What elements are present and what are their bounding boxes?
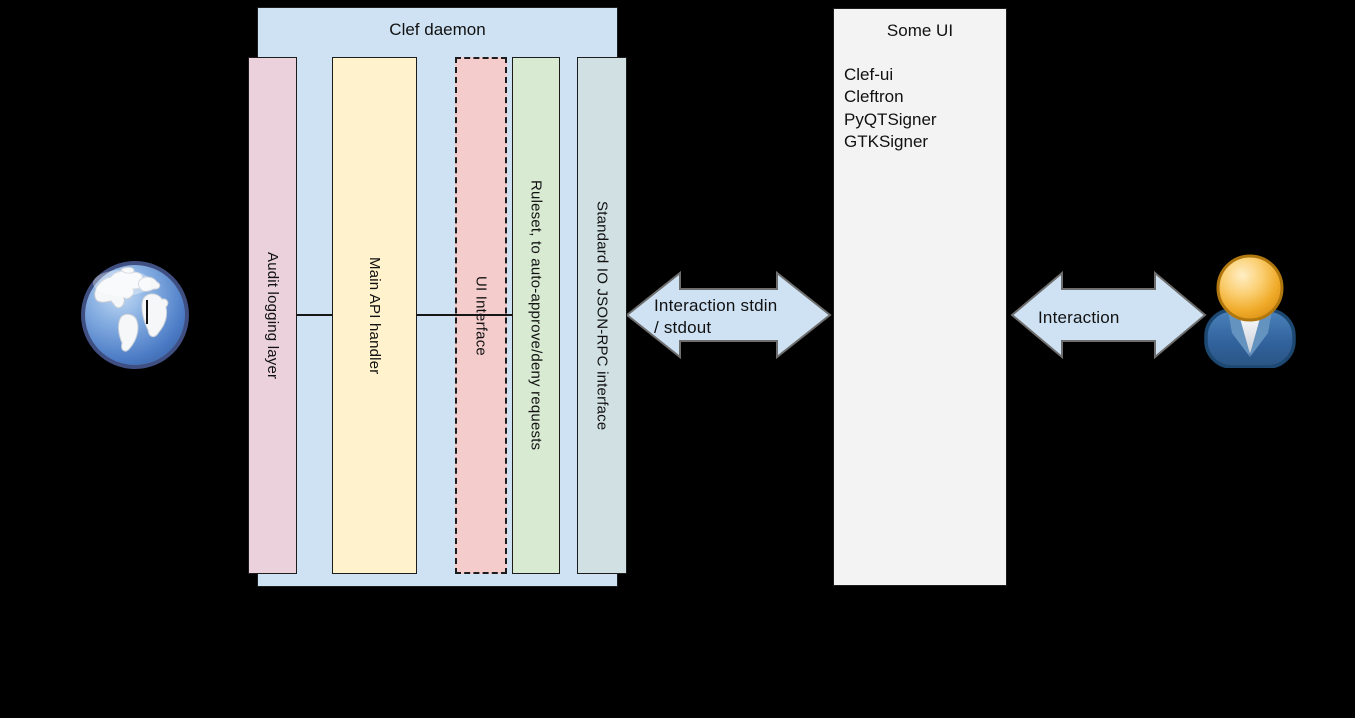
bar-stdio-jsonrpc-interface-label: Standard IO JSON-RPC interface — [593, 200, 611, 431]
clef-daemon-box: Clef daemon — [257, 7, 618, 587]
bar-ruleset-label: Ruleset, to auto-approve/deny requests — [527, 180, 545, 451]
bar-audit-logging-layer-label: Audit logging layer — [264, 251, 281, 380]
bar-stdio-jsonrpc-interface: Standard IO JSON-RPC interface — [577, 57, 627, 574]
bar-main-api-handler: Main API handler — [332, 57, 417, 574]
connector-line-right — [417, 314, 512, 316]
some-ui-item-cleftron: Cleftron — [844, 87, 904, 107]
bar-ruleset: Ruleset, to auto-approve/deny requests — [512, 57, 560, 574]
globe-icon — [77, 257, 193, 373]
user-icon — [1200, 253, 1300, 369]
some-ui-item-clef-ui: Clef-ui — [844, 65, 894, 84]
some-ui-list: Clef-ui Cleftron PyQTSigner GTKSigner — [844, 64, 937, 153]
clef-daemon-title: Clef daemon — [389, 20, 486, 39]
double-arrow-shape — [625, 270, 832, 360]
some-ui-box: Some UI Clef-ui Cleftron PyQTSigner GTKS… — [833, 8, 1007, 586]
some-ui-item-pyqtsigner: PyQTSigner — [844, 109, 937, 129]
connector-stub-line — [146, 300, 148, 324]
user-icon-svg — [1204, 254, 1296, 369]
stdio-arrow-label-line1: Interaction stdin — [654, 296, 778, 315]
stdio-arrow — [625, 270, 832, 360]
bar-ui-interface-label: UI Interface — [472, 275, 490, 356]
double-arrow-shape — [1010, 270, 1207, 360]
bar-ui-interface: UI Interface — [455, 57, 507, 574]
interaction-arrow — [1010, 270, 1207, 360]
some-ui-title: Some UI — [886, 21, 954, 40]
some-ui-item-gtksigner: GTKSigner — [844, 131, 929, 151]
connector-line-left — [297, 314, 332, 316]
globe-icon-svg — [81, 261, 189, 369]
stdio-arrow-label: Interaction stdin / stdout — [654, 295, 777, 338]
stdio-arrow-label-line2: / stdout — [654, 317, 712, 337]
bar-audit-logging-layer: Audit logging layer — [248, 57, 297, 574]
bar-main-api-handler-label: Main API handler — [366, 256, 383, 375]
interaction-arrow-label: Interaction — [1038, 308, 1120, 327]
